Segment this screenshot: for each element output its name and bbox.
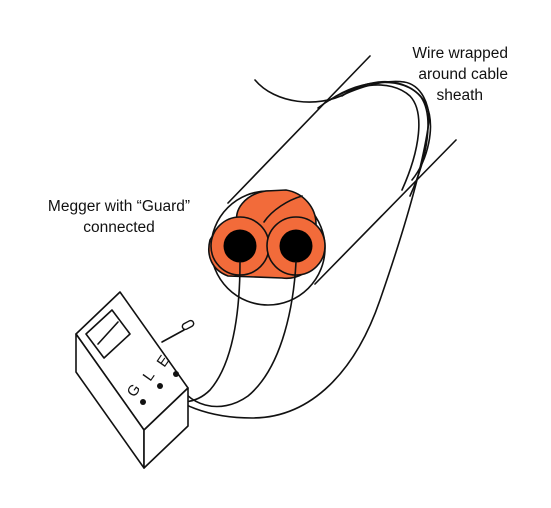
- wrap-loop-3: [341, 80, 432, 181]
- sheath-wire-label: Wire wrapped around cable sheath: [412, 45, 508, 104]
- megger-right-face: [143, 387, 189, 469]
- core-left-copper: [223, 229, 257, 263]
- crank-grip: [181, 319, 195, 331]
- megger-instrument: G L E: [75, 291, 195, 469]
- megger-label-line2: connected: [83, 219, 155, 236]
- megger-label-line1: Megger with “Guard”: [48, 198, 190, 215]
- wrap-loop-1: [317, 84, 420, 191]
- sheath-wire-label-line3: sheath: [436, 87, 483, 104]
- megger-crank-handle: [161, 319, 195, 343]
- cable-bottom-edge: [314, 139, 457, 285]
- core-right-copper: [279, 229, 313, 263]
- terminal-e-post: [173, 371, 179, 377]
- megger-meter-needle: [97, 321, 119, 345]
- terminal-g-post: [140, 399, 146, 405]
- sheath-wrap-wire: [159, 79, 432, 419]
- lead-earth-to-core-right: [175, 261, 297, 408]
- crank-arm: [161, 329, 185, 343]
- megger-label: Megger with “Guard” connected: [48, 198, 190, 236]
- conductor-core-right: [266, 216, 326, 276]
- sheath-wire-label-line2: around cable: [418, 66, 508, 83]
- terminal-l-post: [157, 383, 163, 389]
- sheath-wire-label-line1: Wire wrapped: [412, 45, 508, 62]
- wrap-return-to-megger: [159, 81, 430, 419]
- core-divider-line: [263, 195, 303, 223]
- cable-top-edge: [227, 55, 371, 204]
